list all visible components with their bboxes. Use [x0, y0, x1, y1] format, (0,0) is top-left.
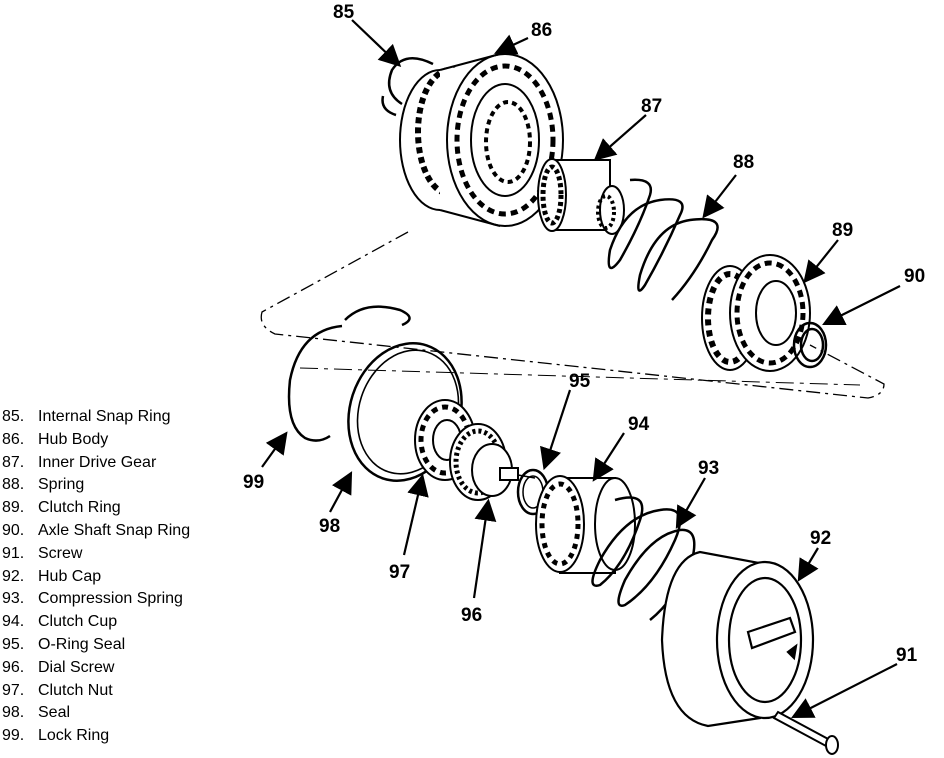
clutch-cup-part [535, 475, 636, 574]
parts-legend: 85. Internal Snap Ring 86. Hub Body 87. Inner… [2, 406, 242, 748]
leader-99 [261, 431, 288, 468]
leader-92 [797, 547, 819, 582]
legend-item-number: 96. [2, 658, 25, 676]
leader-lines [261, 19, 901, 718]
legend-item: 93. Compression Spring [2, 588, 242, 611]
callout-94: 94 [628, 414, 650, 435]
dial-screw-part [449, 423, 536, 501]
legend-item-name: Internal Snap Ring [38, 408, 171, 425]
legend-item: 85. Internal Snap Ring [2, 406, 242, 429]
legend-item-number: 92. [2, 567, 25, 585]
lock-ring-part [287, 305, 411, 442]
legend-item-number: 95. [2, 635, 25, 653]
leader-93 [675, 477, 706, 529]
callout-92: 92 [810, 528, 831, 549]
compression-spring-part [591, 496, 696, 621]
leader-98 [329, 471, 353, 513]
legend-item-name: Hub Body [38, 430, 109, 448]
legend-item: 90. Axle Shaft Snap Ring [2, 520, 242, 543]
hub-cap-part [660, 550, 815, 728]
legend-item-name: Axle Shaft Snap Ring [38, 521, 191, 539]
callout-89: 89 [832, 220, 853, 241]
legend-item-number: 91. [2, 544, 25, 562]
legend-item: 94. Clutch Cup [2, 611, 242, 634]
leader-96 [472, 498, 497, 599]
inner-drive-gear-part [537, 158, 625, 235]
legend-item: 86. Hub Body [2, 429, 242, 452]
legend-item-number: 97. [2, 681, 25, 699]
legend-item: 89. Clutch Ring [2, 497, 242, 520]
legend-item-name: Dial Screw [38, 658, 115, 676]
legend-item-name: Clutch Cup [38, 613, 118, 631]
legend-item-number: 89. [2, 499, 25, 517]
leader-97 [402, 473, 429, 556]
callout-95: 95 [569, 371, 591, 392]
callout-93: 93 [698, 458, 719, 479]
callout-86: 86 [531, 20, 552, 41]
legend-item-name: Compression Spring [38, 590, 183, 608]
legend-item-name: Clutch Ring [38, 499, 121, 517]
legend-item: 87. Inner Drive Gear [2, 452, 242, 475]
legend-item-number: 99. [2, 727, 25, 745]
hub-body-part [399, 53, 564, 227]
leader-94 [592, 432, 625, 482]
assembly-outline [260, 231, 885, 399]
legend-item: 99. Lock Ring [2, 725, 242, 748]
legend-item-name: Lock Ring [38, 727, 110, 745]
spring-part [607, 178, 719, 301]
legend-item-number: 86. [2, 430, 25, 448]
legend-item-number: 90. [2, 521, 25, 539]
legend-item-number: 98. [2, 704, 25, 722]
legend-item-number: 93. [2, 590, 25, 608]
legend-item-number: 87. [2, 453, 25, 471]
legend-item-number: 88. [2, 476, 25, 494]
leader-95 [540, 389, 572, 471]
legend-item: 95. O-Ring Seal [2, 634, 242, 657]
callout-91: 91 [896, 645, 918, 666]
legend-item: 91. Screw [2, 543, 242, 566]
leader-85 [351, 19, 402, 68]
legend-item-name: Hub Cap [38, 567, 102, 585]
legend-item-name: Screw [38, 544, 83, 562]
leader-88 [702, 174, 737, 219]
callout-85: 85 [333, 2, 355, 23]
axis-centerline [299, 367, 861, 386]
legend-item-name: O-Ring Seal [38, 635, 126, 653]
internal-snap-ring-part [381, 57, 434, 117]
callout-98: 98 [319, 516, 340, 537]
callout-97: 97 [389, 562, 410, 583]
legend-item-name: Inner Drive Gear [38, 453, 157, 471]
legend-item: 92. Hub Cap [2, 566, 242, 589]
legend-item: 97. Clutch Nut [2, 680, 242, 703]
leader-86 [494, 34, 529, 55]
legend-item-name: Seal [38, 704, 71, 722]
legend-item: 98. Seal [2, 702, 242, 725]
leader-89 [803, 239, 839, 284]
callout-87: 87 [641, 96, 662, 117]
callout-99: 99 [243, 472, 264, 493]
legend-item: 96. Dial Screw [2, 657, 242, 680]
legend-item: 88. Spring [2, 474, 242, 497]
callout-labels: 85 86 87 88 89 90 91 92 93 94 95 96 97 9… [243, 2, 925, 666]
clutch-ring-part [701, 254, 811, 372]
callout-96: 96 [461, 605, 482, 626]
legend-item-number: 85. [2, 408, 25, 425]
leader-90 [822, 285, 901, 325]
leader-87 [593, 114, 647, 161]
callout-88: 88 [733, 152, 754, 173]
legend-item-name: Spring [38, 476, 85, 494]
screw-part [772, 710, 839, 755]
axle-shaft-snap-ring-part [792, 321, 828, 369]
leader-91 [791, 663, 898, 718]
callout-90: 90 [904, 266, 925, 287]
legend-item-number: 94. [2, 613, 25, 631]
legend-item-name: Clutch Nut [38, 681, 113, 699]
